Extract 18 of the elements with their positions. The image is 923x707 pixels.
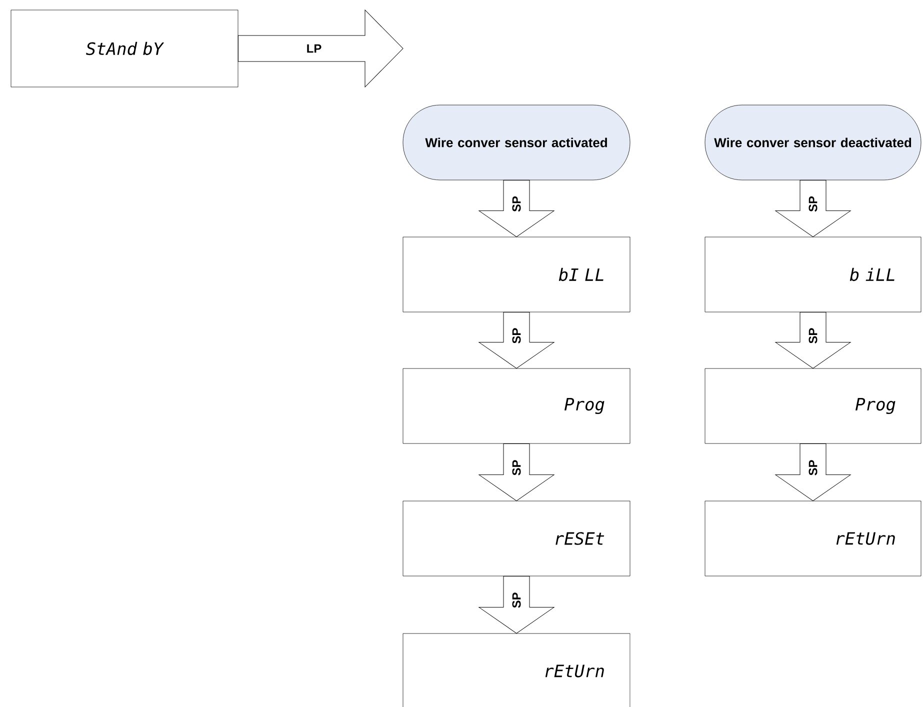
block-arrow [478, 576, 554, 634]
display-box: rEtUrn [704, 500, 922, 576]
display-box: rEtUrn [402, 633, 630, 707]
block-arrow [478, 180, 554, 238]
block-arrow [775, 443, 851, 502]
start-terminal: Wire conver sensor deactivated [704, 104, 922, 180]
display-box: StAnd bY [10, 10, 238, 88]
display-box: Prog [402, 368, 630, 444]
block-arrow [775, 180, 851, 238]
display-box: rESEt [402, 500, 630, 576]
block-arrow [238, 10, 404, 88]
block-arrow [478, 312, 554, 369]
display-box: b iLL [704, 236, 922, 312]
display-box: Prog [704, 368, 922, 444]
block-arrow [775, 312, 851, 369]
block-arrow [478, 443, 554, 502]
start-terminal: Wire conver sensor activated [402, 104, 630, 180]
display-box: bI LL [402, 236, 630, 312]
